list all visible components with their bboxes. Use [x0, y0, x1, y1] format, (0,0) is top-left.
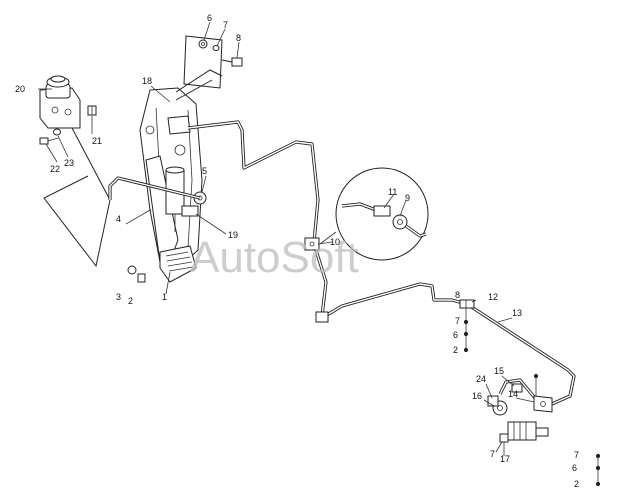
label-19: 19 [228, 230, 238, 240]
hydraulic-pipe-upper [187, 120, 320, 243]
label-2-lower: 2 [128, 296, 133, 306]
pedal-lever [145, 155, 197, 283]
leader-lines [38, 21, 535, 453]
label-17: 17 [500, 454, 510, 464]
label-11: 11 [388, 187, 397, 197]
label-21: 21 [92, 136, 102, 146]
label-15: 15 [494, 366, 504, 376]
fitting-lower [315, 311, 329, 323]
label-24: 24 [476, 374, 486, 384]
bolt-top-right [533, 373, 539, 396]
hydraulic-pipe-13 [469, 304, 576, 406]
label-1: 1 [162, 292, 167, 302]
label-7-bottom-left: 7 [490, 449, 495, 459]
mounting-plate [175, 35, 223, 101]
nut-6-top [198, 39, 208, 49]
detail-callout [319, 167, 429, 261]
fitting-24 [487, 395, 499, 407]
label-23: 23 [64, 158, 74, 168]
label-8-mid: 8 [455, 290, 460, 300]
label-16: 16 [472, 391, 482, 401]
fastener-stack-bottom [595, 453, 601, 487]
label-22: 22 [50, 164, 60, 174]
label-10: 10 [330, 237, 340, 247]
watermark: AutoSoft [190, 233, 359, 282]
label-12: 12 [488, 292, 498, 302]
bolt-22 [39, 137, 59, 145]
label-4: 4 [116, 214, 121, 224]
washer-23 [53, 128, 61, 136]
clevis-19 [181, 205, 199, 217]
reservoir-assembly [39, 75, 81, 129]
slave-cylinder [507, 421, 549, 441]
nut-21 [87, 105, 97, 116]
bolt-17 [499, 433, 509, 456]
label-5: 5 [202, 166, 207, 176]
label-2-bottom: 2 [574, 479, 579, 489]
label-1-top: 7 [223, 20, 228, 30]
label-13: 13 [512, 308, 522, 318]
label-9: 9 [405, 193, 410, 203]
label-6-mid: 6 [453, 330, 458, 340]
bracket-14 [533, 395, 553, 413]
label-6-top: 6 [207, 13, 212, 23]
fastener-stack-middle [463, 300, 469, 353]
hydraulic-pipe-middle [312, 243, 467, 320]
label-7-mid: 7 [455, 316, 460, 326]
nut-3 [127, 265, 137, 275]
hydraulic-hose-14 [498, 378, 542, 406]
label-6-bottom: 6 [572, 463, 577, 473]
washer-1-top [212, 45, 220, 51]
label-7-bottom-right: 7 [574, 450, 579, 460]
label-14: 14 [508, 389, 518, 399]
label-2-mid: 2 [453, 345, 458, 355]
label-8-top: 8 [236, 33, 241, 43]
hydraulic-pipe-left [108, 176, 201, 200]
bolt-8-top [221, 57, 243, 67]
label-18: 18 [142, 76, 152, 86]
label-20: 20 [15, 84, 25, 94]
fitting-15 [511, 383, 523, 393]
label-3: 3 [116, 292, 121, 302]
part-labels: 20 18 21 23 22 6 7 8 5 4 19 3 2 1 10 11 … [15, 13, 579, 489]
nut-2-lower [137, 273, 146, 283]
clip-12 [459, 299, 475, 309]
